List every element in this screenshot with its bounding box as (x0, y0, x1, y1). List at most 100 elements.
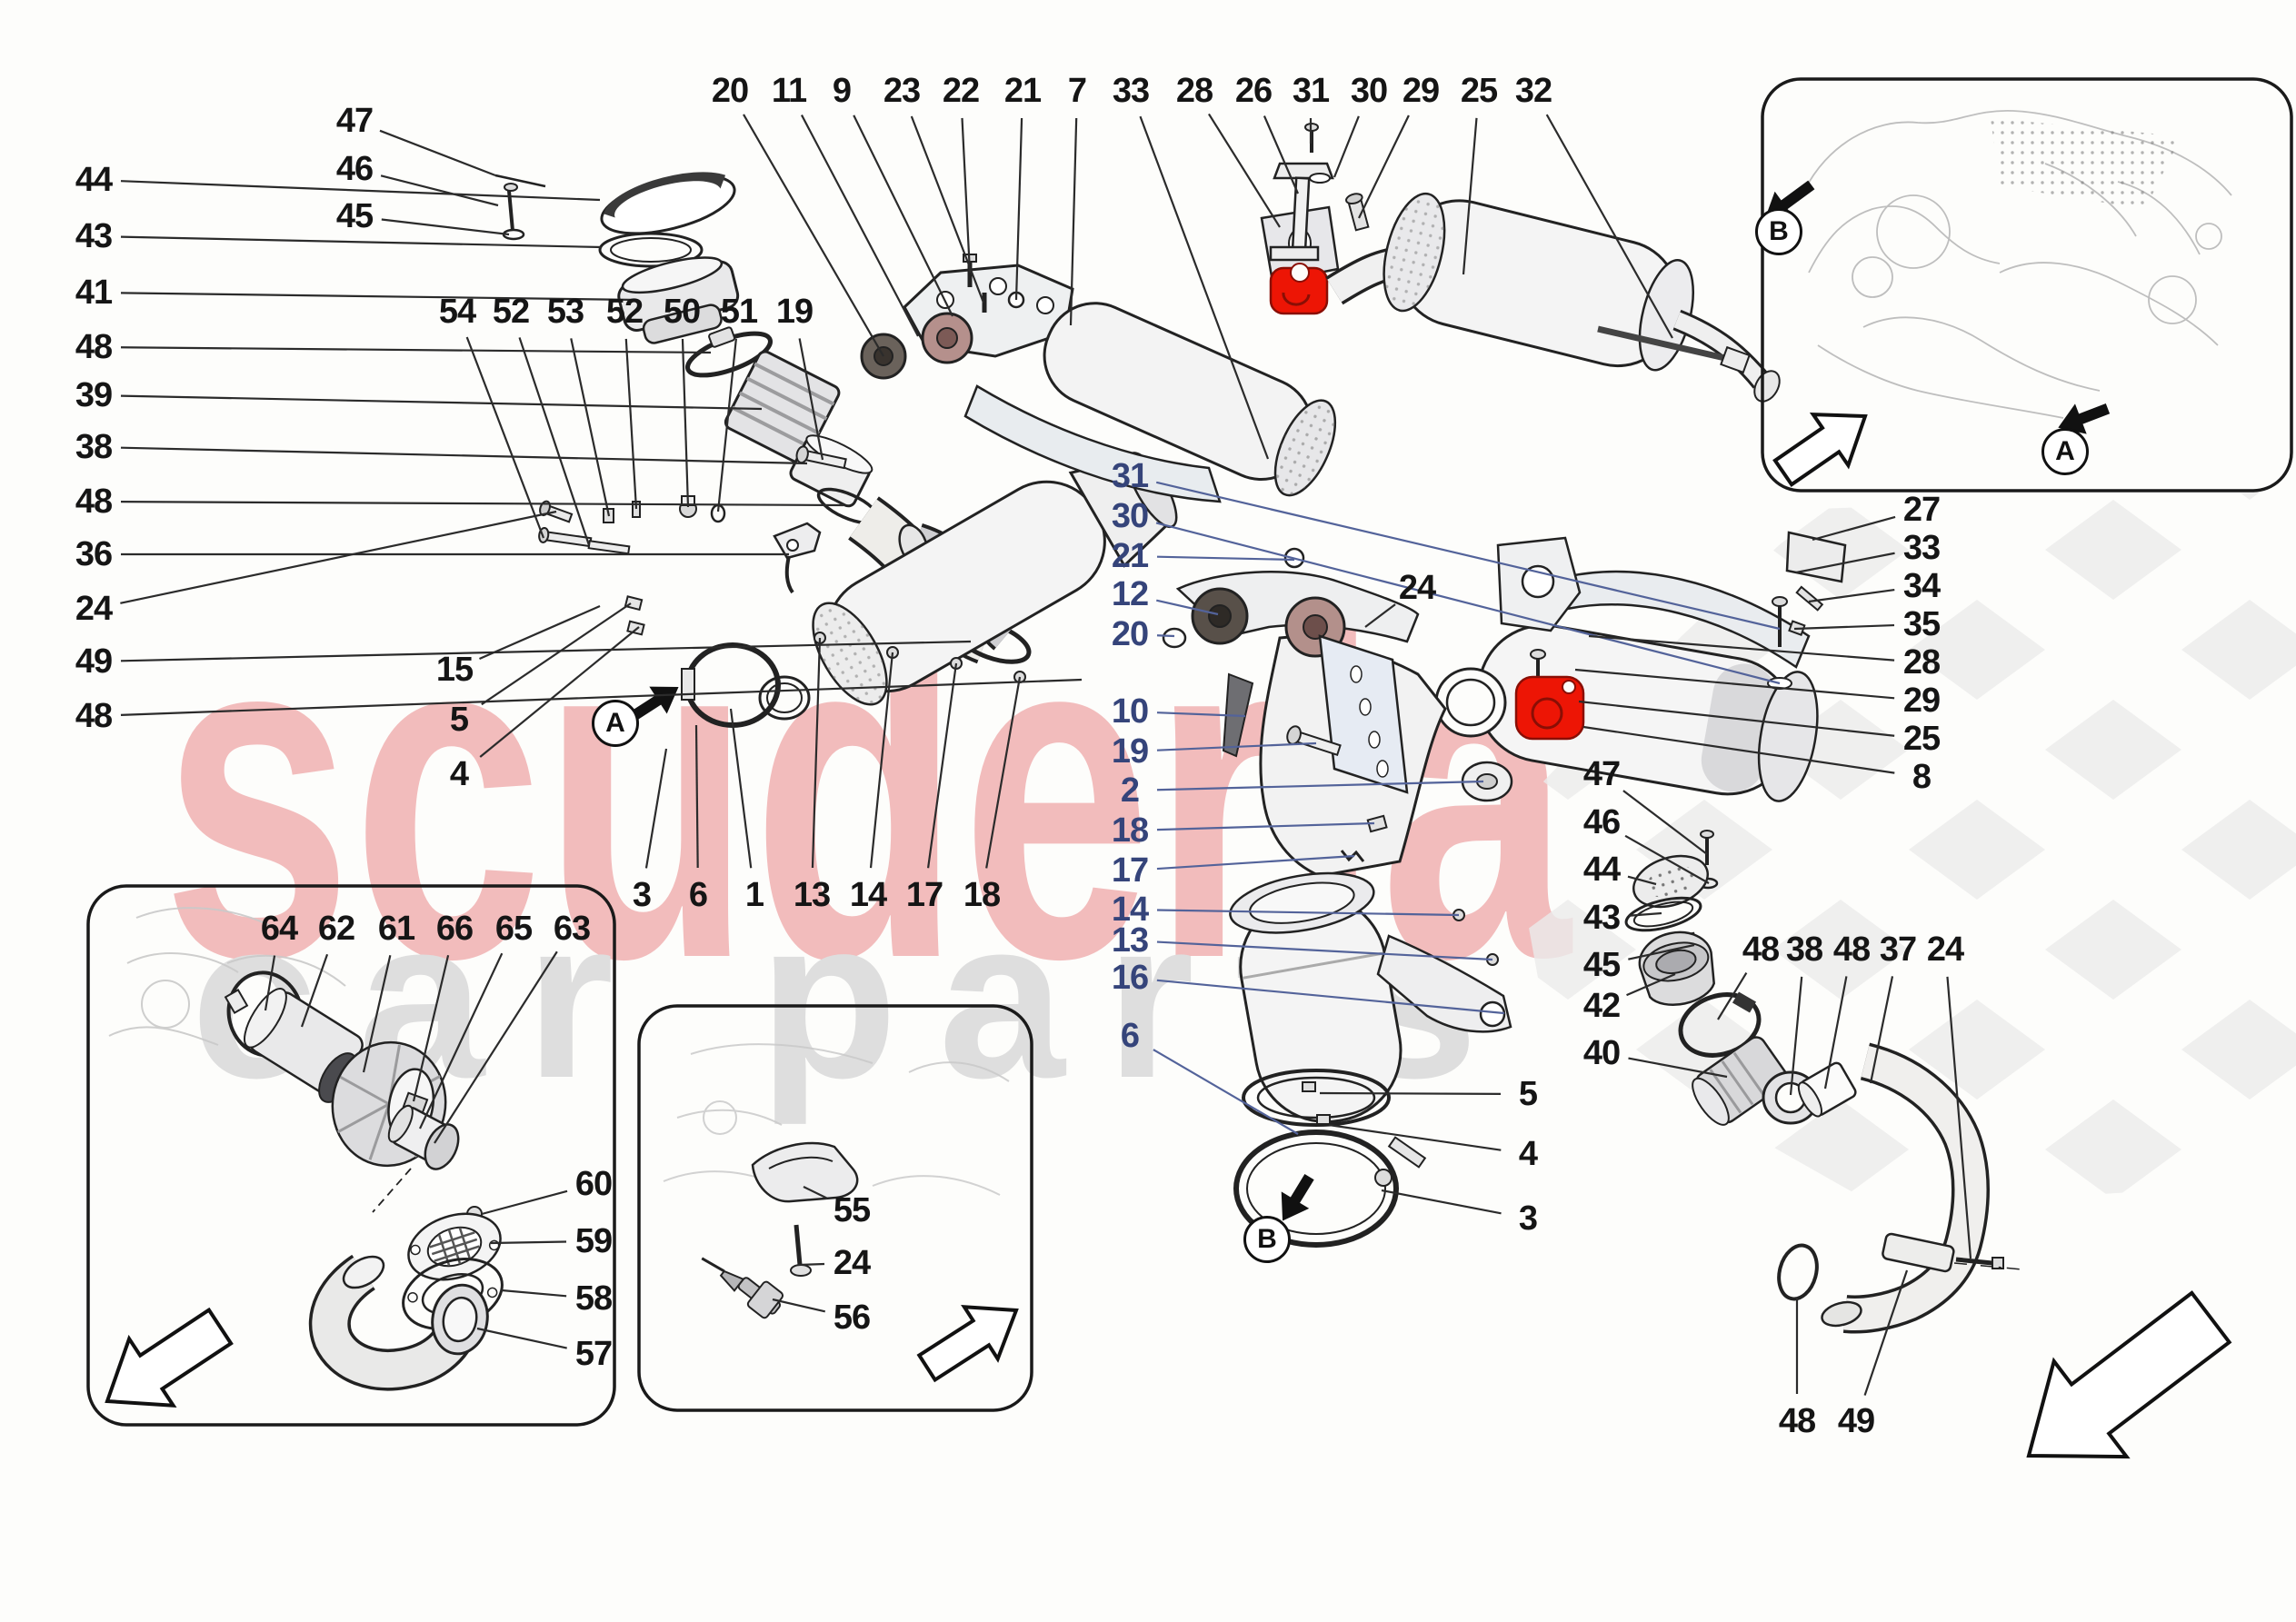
callout-label-1: 1 (744, 876, 764, 914)
callout-label-7: 7 (1067, 72, 1087, 110)
leader-line (694, 724, 699, 869)
callout-label-27: 27 (1902, 491, 1941, 529)
callout-label-22: 22 (942, 72, 980, 110)
callout-label-14: 14 (849, 876, 887, 914)
callout-label-56: 56 (833, 1299, 871, 1337)
callout-label-32: 32 (1514, 72, 1552, 110)
leader-line (120, 510, 557, 604)
callout-label-48: 48 (1832, 930, 1871, 969)
callout-label-24: 24 (833, 1244, 871, 1282)
callout-label-43: 43 (75, 217, 113, 255)
callout-label-19: 19 (775, 293, 814, 331)
leader-line (1628, 911, 1662, 917)
direction-arrow (105, 1307, 234, 1408)
callout-label-24: 24 (75, 590, 113, 628)
leader-line (1588, 634, 1895, 662)
callout-label-13: 13 (1111, 921, 1149, 960)
callout-label-5: 5 (1518, 1075, 1538, 1113)
callout-label-6: 6 (1120, 1017, 1140, 1055)
leader-line (465, 336, 545, 539)
leader-line (380, 174, 499, 207)
leader-line (1364, 603, 1396, 628)
leader-line (811, 637, 822, 869)
callout-label-5: 5 (449, 701, 469, 739)
leader-line (1156, 979, 1505, 1015)
callout-label-40: 40 (1582, 1034, 1621, 1072)
callout-label-61: 61 (377, 910, 415, 948)
leader-line (1946, 976, 1972, 1259)
leader-line (1155, 481, 1781, 631)
leader-line (1139, 115, 1270, 460)
leader-line (1628, 943, 1695, 960)
leader-line (1789, 976, 1803, 1096)
callout-label-29: 29 (1402, 72, 1440, 110)
callout-label-48: 48 (75, 483, 113, 521)
inset-sensor-background-sketch (663, 1043, 1010, 1196)
leader-line (772, 1298, 826, 1313)
view-letter-B: B (1755, 208, 1802, 255)
callout-label-20: 20 (1111, 615, 1149, 653)
leader-line (419, 952, 504, 1129)
callout-label-36: 36 (75, 535, 113, 573)
view-letter-A: A (592, 700, 639, 747)
callout-label-14: 14 (1111, 891, 1149, 929)
callout-label-54: 54 (438, 293, 476, 331)
callout-label-12: 12 (1111, 575, 1149, 613)
callout-label-49: 49 (1837, 1402, 1875, 1440)
leader-line (798, 338, 824, 461)
callout-label-21: 21 (1003, 72, 1042, 110)
view-letter-A: A (2041, 428, 2089, 475)
leader-line (518, 337, 591, 546)
leader-line (797, 1262, 825, 1267)
leader-line (1156, 634, 1175, 638)
callout-label-4: 4 (1518, 1135, 1538, 1173)
callout-label-8: 8 (1912, 758, 1932, 796)
callout-label-52: 52 (605, 293, 644, 331)
bypass-valve-parts (1624, 830, 2023, 1334)
pointer-arrow (632, 686, 679, 720)
leader-line (481, 1189, 568, 1216)
callout-label-33: 33 (1112, 72, 1150, 110)
leader-line (1823, 976, 1848, 1090)
upper-catalyst-assembly (860, 123, 1340, 503)
leader-line (1156, 909, 1460, 917)
callout-label-29: 29 (1902, 682, 1941, 720)
leader-line (1156, 599, 1219, 616)
callout-label-2: 2 (1120, 771, 1140, 810)
leader-line (1624, 834, 1710, 884)
center-manifold-assembly (1162, 547, 1513, 1248)
leader-line (1626, 972, 1676, 997)
callout-label-3: 3 (1518, 1199, 1538, 1238)
callout-label-64: 64 (260, 910, 298, 948)
leader-line (379, 129, 496, 177)
callout-label-16: 16 (1111, 959, 1149, 997)
leader-line (1582, 725, 1895, 774)
leader-line (1069, 117, 1078, 326)
callout-label-48: 48 (1742, 930, 1780, 969)
leader-line (1155, 522, 1781, 685)
leader-line (1333, 115, 1360, 178)
callout-label-28: 28 (1902, 643, 1941, 682)
callout-label-37: 37 (1879, 930, 1917, 969)
leader-line (434, 950, 558, 1144)
inset-engine-overview (1761, 77, 2293, 493)
leader-line (1319, 1091, 1502, 1095)
leader-line (479, 626, 640, 758)
pointer-arrow (1281, 1174, 1314, 1221)
leader-line (1578, 700, 1895, 737)
callout-label-49: 49 (75, 642, 113, 681)
callout-label-31: 31 (1111, 457, 1149, 495)
callout-label-53: 53 (546, 293, 584, 331)
leader-line (1263, 115, 1300, 194)
callout-label-31: 31 (1292, 72, 1330, 110)
callout-label-24: 24 (1398, 569, 1436, 607)
leader-line (1156, 555, 1295, 562)
leader-line (743, 114, 884, 357)
callout-label-10: 10 (1111, 692, 1149, 731)
callout-label-55: 55 (833, 1191, 871, 1229)
callout-label-47: 47 (335, 102, 374, 140)
callout-label-25: 25 (1460, 72, 1498, 110)
callout-label-57: 57 (574, 1335, 613, 1373)
